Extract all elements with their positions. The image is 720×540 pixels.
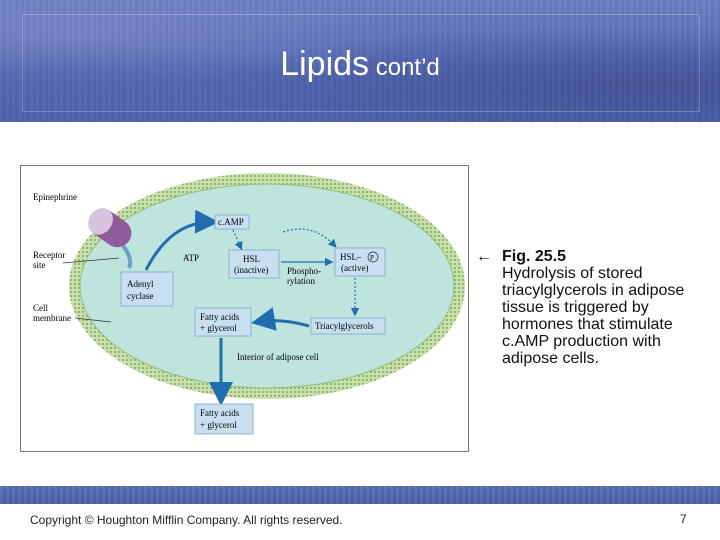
title-frame [22,14,700,112]
label-phospho-2: rylation [287,276,315,286]
label-hsl-active-2: (active) [341,263,368,273]
adipose-cell-diagram: Epinephrine Receptor site Cell membrane … [33,173,465,435]
title-bar [0,0,720,122]
epinephrine-molecule [88,208,132,248]
copyright-text: Copyright © Houghton Mifflin Company. Al… [30,513,343,527]
phosphorylation-arrow [282,228,337,248]
phosphate-icon [367,251,379,263]
label-fatty-out-1: Fatty acids [200,408,240,418]
label-fatty-in-1: Fatty acids [200,312,240,322]
label-adenyl-1: Adenyl [127,279,154,289]
label-interior: Interior of adipose cell [237,352,319,362]
label-camp: c.AMP [218,217,244,227]
camp-box [214,214,250,230]
label-triacyl: Triacylglycerols [315,321,374,331]
page-number: 7 [680,512,687,526]
title-sub: cont’d [369,54,440,81]
label-fatty-in-2: + glycerol [200,323,237,333]
label-hsl-active-1: HSL– [340,252,362,262]
label-epinephrine: Epinephrine [33,192,77,202]
figure-25-5: Epinephrine Receptor site Cell membrane … [20,165,469,452]
label-adenyl-2: cyclase [127,291,153,301]
footer-bar [0,486,720,504]
label-hsl-inactive-1: HSL [243,254,260,264]
caption-figure-number: Fig. 25.5 [502,248,567,265]
figure-caption: ← Fig. 25.5 Hydrolysis of stored triacyl… [476,248,716,367]
caption-text: Hydrolysis of stored triacylglycerols in… [502,265,685,367]
camp-to-hsl-arrow [232,229,243,251]
caption-arrow-icon: ← [476,248,492,265]
triacylglycerols-box [310,317,386,335]
hydrolysis-arrow [251,307,310,331]
label-membrane-1: Cell [33,303,48,313]
slide-title: Lipids cont’d [0,44,720,88]
label-receptor-2: site [33,260,46,270]
label-phospho-1: Phospho- [287,266,321,276]
adenyl-cyclase-box [120,271,174,307]
label-fatty-out-2: + glycerol [200,420,237,430]
fatty-acids-inside-box [194,307,252,337]
title-main: Lipids [280,45,370,83]
hsl-inactive-box [228,249,280,279]
label-receptor-1: Receptor [33,250,65,260]
label-membrane-2: membrane [33,313,71,323]
label-atp: ATP [183,253,199,263]
atp-to-camp-arrow [144,209,219,271]
fatty-acids-outside-box [194,403,254,435]
label-hsl-active-p: P [370,254,374,262]
hsl-active-box [334,247,386,277]
receptor-icon [121,244,133,269]
label-hsl-inactive-2: (inactive) [234,265,268,275]
